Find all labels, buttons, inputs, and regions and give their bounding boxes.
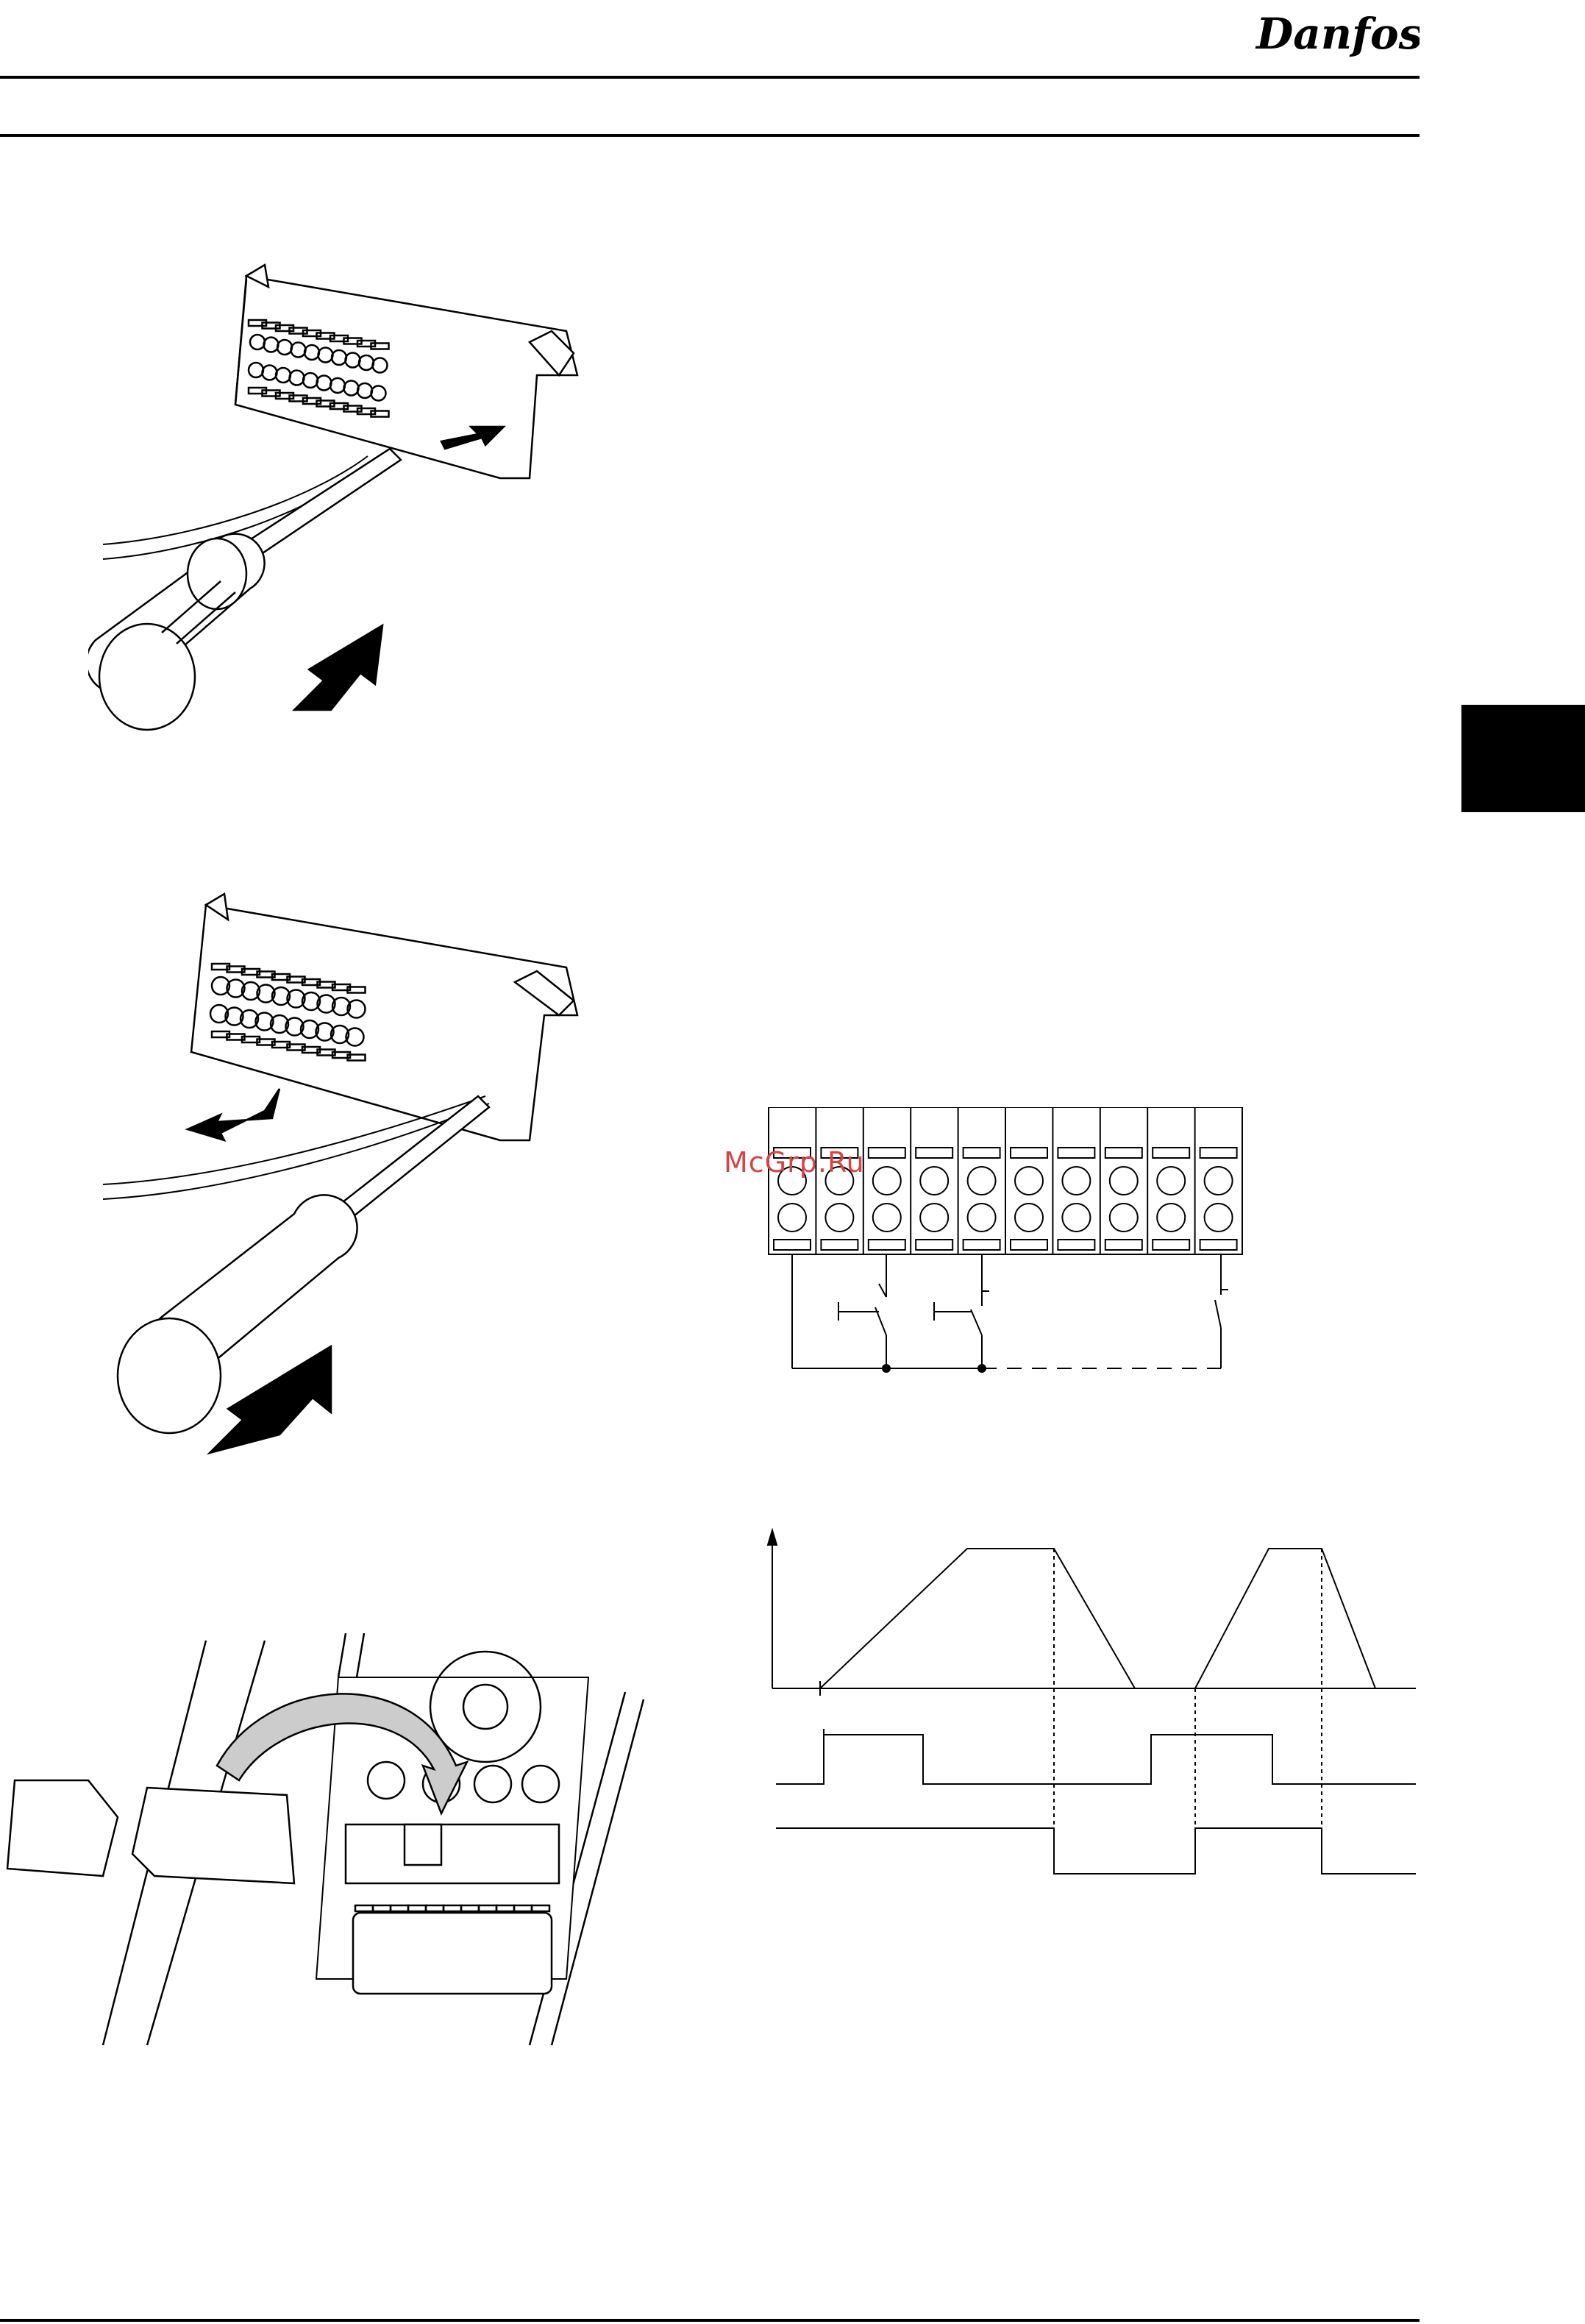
terminal-label-slot [1200, 1148, 1237, 1158]
terminal-screw [968, 1204, 996, 1232]
terminal-label-slot [774, 1240, 811, 1250]
terminal-label-slot [1200, 1240, 1237, 1250]
terminal-screw [1015, 1167, 1043, 1195]
terminal-label-slot [869, 1240, 905, 1250]
terminal-screw [1110, 1167, 1138, 1195]
watermark-text: McGrp.Ru [724, 1146, 865, 1179]
terminal-label-slot [1058, 1240, 1094, 1250]
svg-text:Danfoss: Danfoss [1255, 9, 1420, 59]
terminal-screw [825, 1204, 853, 1232]
header-top-rule [0, 76, 1420, 79]
terminal-label-slot [1105, 1148, 1142, 1158]
spare-plug-small [7, 1780, 118, 1876]
header-bottom-rule [0, 134, 1420, 137]
terminal-screw [1157, 1204, 1185, 1232]
chapter-tab [1461, 705, 1585, 812]
terminal-label-slot [1011, 1240, 1047, 1250]
terminal-label-slot [964, 1240, 1000, 1250]
terminal-screw [1110, 1204, 1138, 1232]
figure-mount-terminals [0, 1633, 662, 2067]
footer-rule [0, 2319, 1420, 2322]
terminal-label-slot [1153, 1148, 1189, 1158]
terminal-screw [873, 1167, 901, 1195]
terminal-screw [873, 1204, 901, 1232]
terminal-label-slot [869, 1148, 905, 1158]
figure-insert-wire [88, 257, 603, 758]
terminal-label-slot [964, 1148, 1000, 1158]
terminal-row [774, 1107, 1237, 1254]
terminal-screw [1205, 1167, 1233, 1195]
terminal-label-slot [916, 1148, 952, 1158]
figure-remove-wire [88, 890, 603, 1457]
terminal-screw [1015, 1204, 1043, 1232]
danfoss-logo: Danfoss [1250, 6, 1420, 65]
terminal-label-slot [1105, 1240, 1142, 1250]
terminal-label-slot [916, 1240, 952, 1250]
terminal-label-slot [821, 1240, 858, 1250]
terminal-screw [1205, 1204, 1233, 1232]
terminal-screw [920, 1204, 948, 1232]
figure-ramp-timing-diagram [765, 1527, 1420, 1887]
push-arrow [210, 1346, 331, 1453]
push-arrow [294, 625, 382, 710]
terminal-screw [968, 1167, 996, 1195]
terminal-screw [778, 1204, 806, 1232]
pull-arrow [188, 1089, 279, 1140]
terminal-screw [1062, 1167, 1090, 1195]
terminal-screw [920, 1167, 948, 1195]
terminal-label-slot [1153, 1240, 1189, 1250]
spare-plug-large [132, 1788, 294, 1883]
terminal-label-slot [1058, 1148, 1094, 1158]
terminal-screw [1157, 1167, 1185, 1195]
terminal-screw [1062, 1204, 1090, 1232]
terminal-label-slot [1011, 1148, 1047, 1158]
